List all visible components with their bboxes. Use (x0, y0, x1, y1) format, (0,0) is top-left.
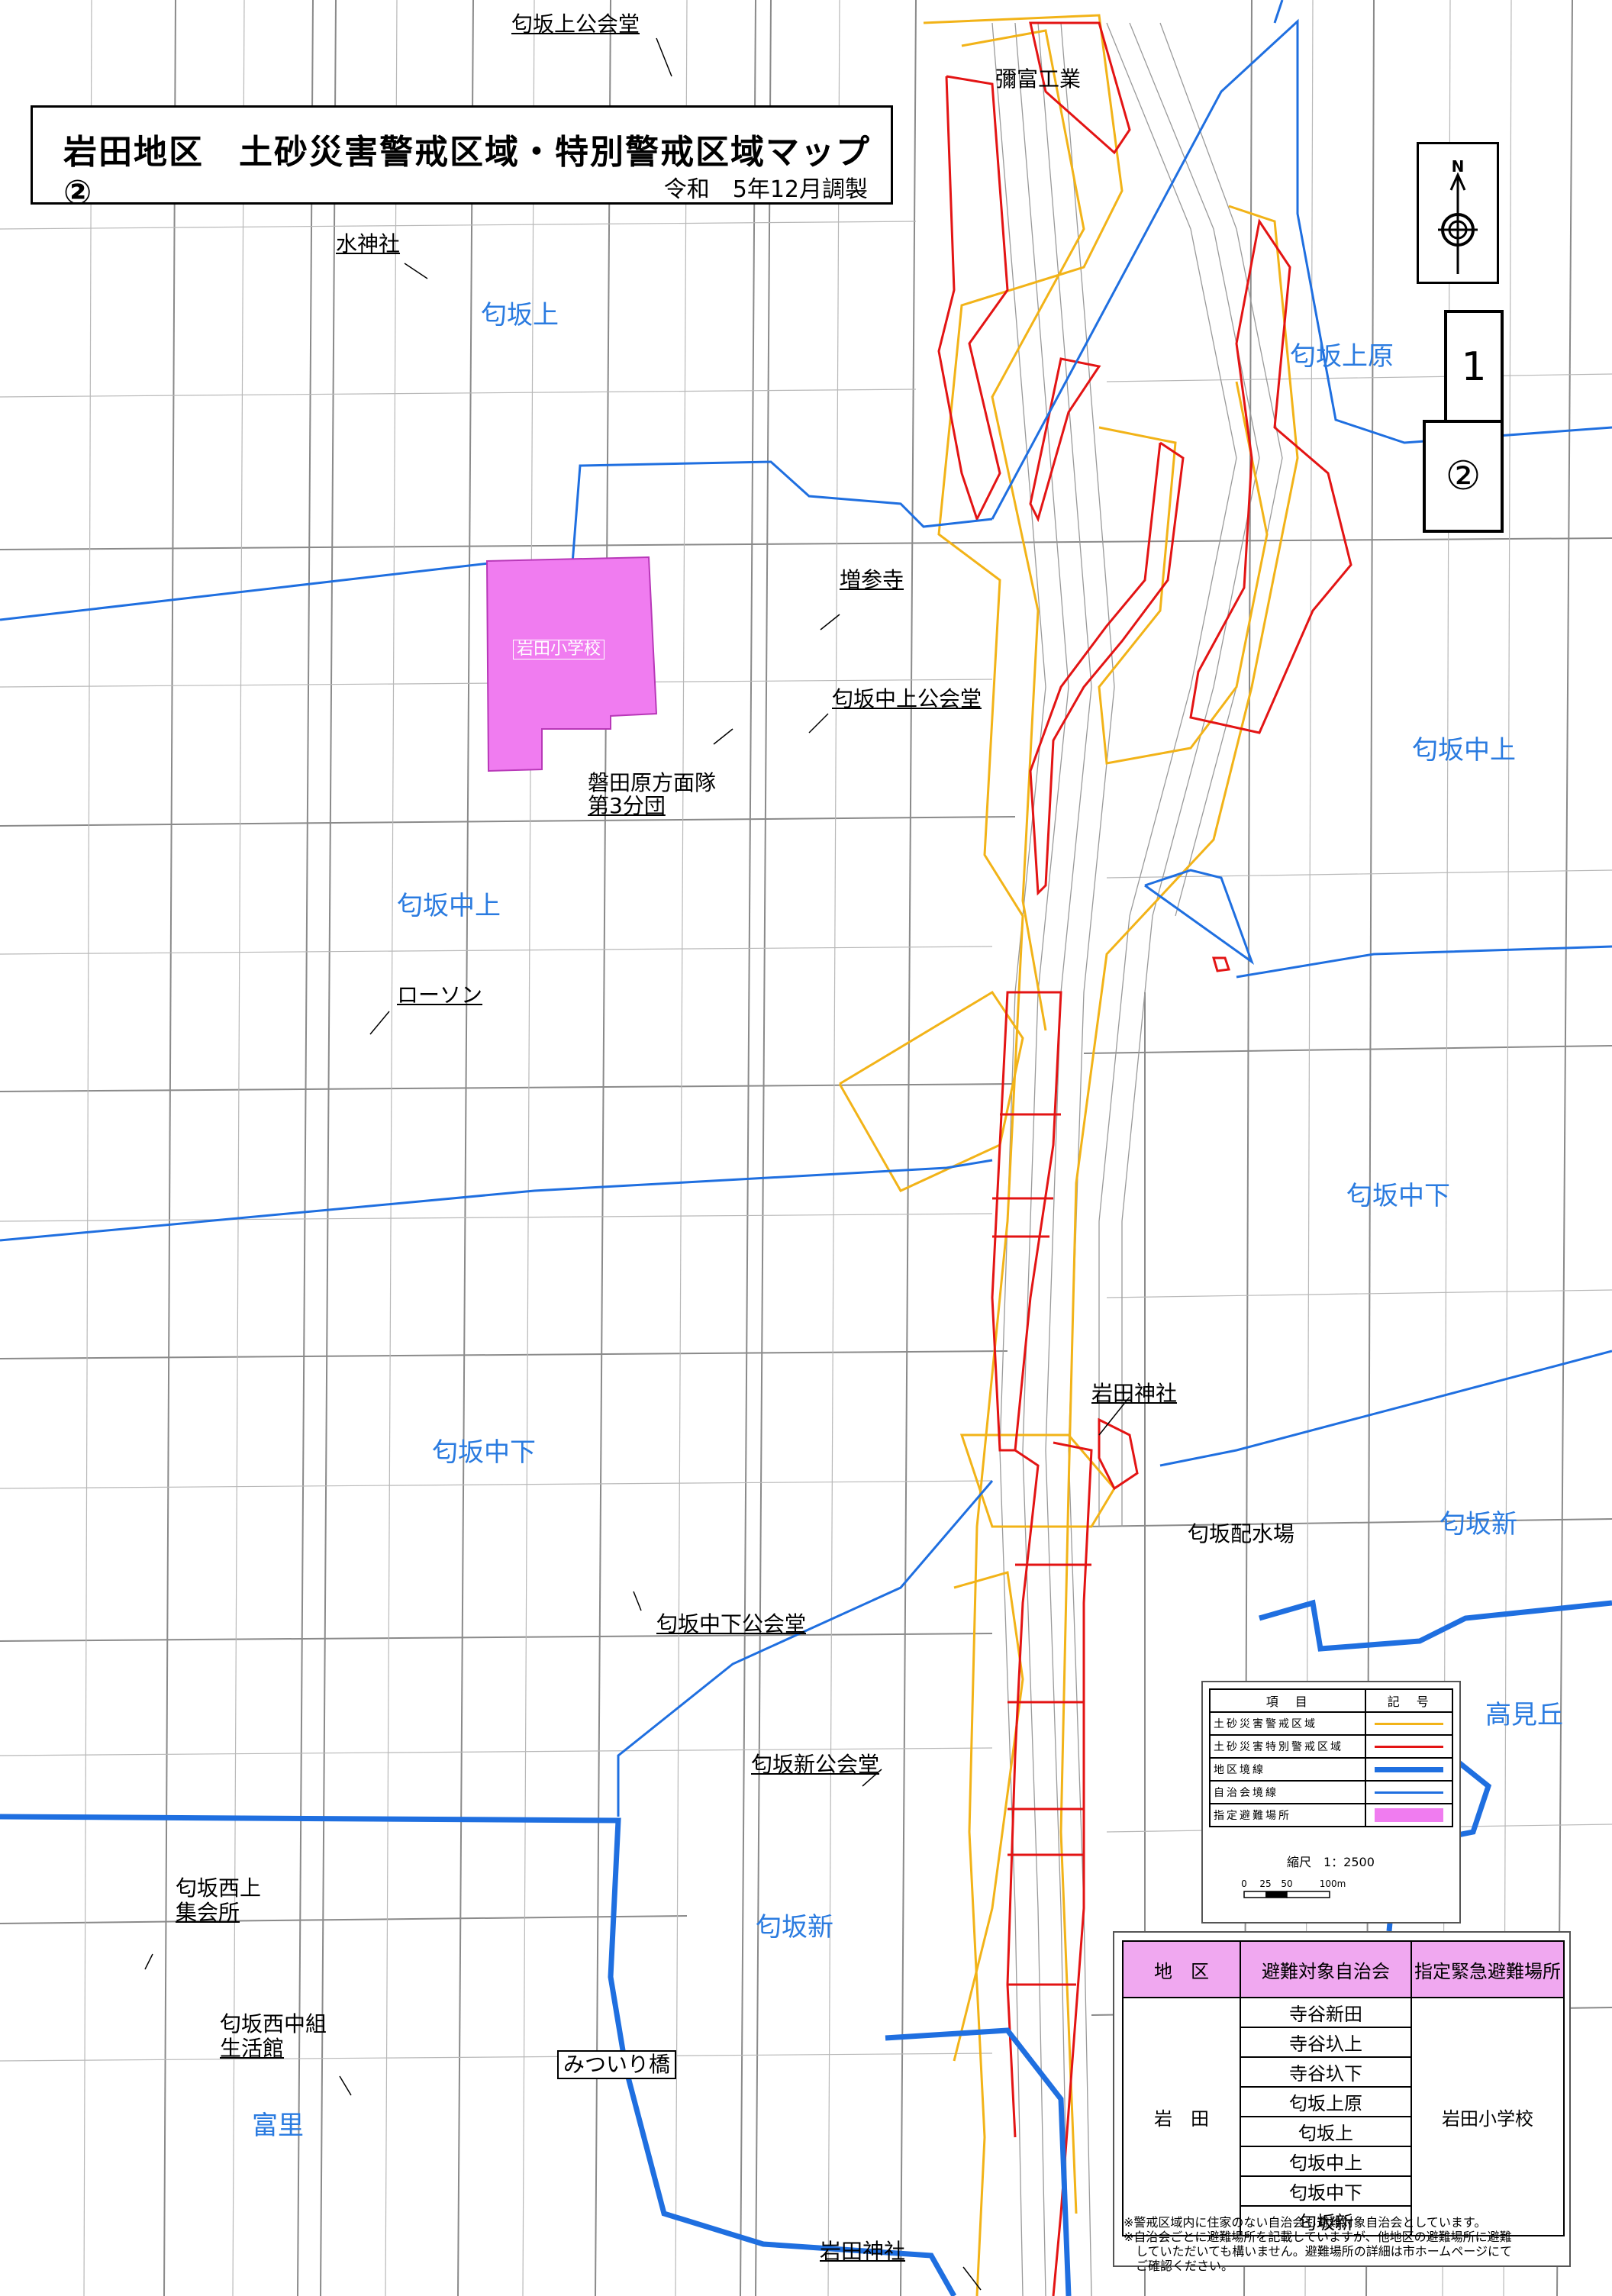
evac-header-association: 避難対象自治会 (1240, 1940, 1412, 1998)
area-koubae-nakashimo-east: 匂坂中下 (1346, 1181, 1450, 1211)
label-iwata-school: 岩田小学校 (513, 640, 605, 659)
compass-icon: N (1438, 157, 1478, 274)
page-index-2-label: ② (1445, 453, 1481, 499)
evac-association: 匂坂新 (1240, 2205, 1412, 2236)
label-zosanji: 増参寺 (840, 567, 904, 592)
page-index-2[interactable]: ② (1423, 420, 1504, 533)
label-iwata-jinja-north: 岩田神社 (1091, 1381, 1178, 1406)
area-koubae-kamihara: 匂坂上原 (1290, 341, 1394, 372)
label-nishinaka-line1: 匂坂西中組 (220, 2011, 327, 2036)
evac-note: ※警戒区域内に住家のない自治会も避難対象自治会としています。 (1124, 2215, 1487, 2230)
iwata-school-shelter (485, 556, 658, 772)
evac-association: 匂坂中下 (1240, 2175, 1412, 2207)
legend-label-association: 自治会境線 (1208, 1780, 1367, 1804)
label-nishikami-line1: 匂坂西上 (176, 1875, 262, 1901)
label-kami-kominkan: 匂坂上公会堂 (511, 11, 640, 37)
neighborhood-boundaries (0, 0, 1612, 1817)
legend-swatch-district (1375, 1766, 1444, 1772)
label-mitomi-kogyo: 彌富工業 (995, 66, 1082, 92)
map-date: 令和 5年12月調製 (663, 176, 868, 203)
north-arrow: N (1417, 142, 1499, 284)
evac-association: 匂坂上 (1240, 2116, 1412, 2147)
evac-association: 寺谷圦下 (1240, 2056, 1412, 2088)
label-nakashimo-kominkan: 匂坂中下公会堂 (656, 1611, 807, 1637)
area-koubae-nakakami-east: 匂坂中上 (1412, 735, 1516, 766)
label-nishinaka-line2: 生活館 (220, 2036, 285, 2061)
legend-header-item: 項 目 (1208, 1688, 1367, 1713)
evacuation-notes: ※警戒区域内に住家のない自治会も避難対象自治会としています。 ※自治会ごとに避難… (1124, 2215, 1566, 2273)
label-fire-brigade-line2: 第3分団 (588, 793, 666, 818)
legend-swatch-association (1375, 1791, 1444, 1794)
label-haisuijo: 匂坂配水場 (1188, 1521, 1295, 1546)
scale-tick-0: 0 (1241, 1878, 1247, 1889)
area-takamigaoka: 高見丘 (1485, 1700, 1563, 1730)
page-index-1-label: 1 (1461, 344, 1487, 390)
special-warning-zones (937, 21, 1352, 2296)
label-suijinja: 水神社 (336, 231, 401, 256)
legend-header-symbol: 記 号 (1365, 1688, 1453, 1713)
evac-district: 岩 田 (1122, 1997, 1241, 2236)
area-koubae-shin-south: 匂坂新 (756, 1912, 833, 1943)
evac-association: 寺谷新田 (1240, 1997, 1412, 2028)
evac-header-shelter: 指定緊急避難場所 (1410, 1940, 1565, 1998)
area-koubae-shin-east: 匂坂新 (1440, 1509, 1517, 1540)
map-title: 岩田地区 土砂災害警戒区域・特別警戒区域マップ② (63, 133, 871, 212)
area-koubae-nakashimo-west: 匂坂中下 (432, 1437, 536, 1468)
page-index-1[interactable]: 1 (1444, 310, 1504, 424)
legend: 項 目 記 号 土砂災害警戒区域 土砂災害特別警戒区域 地区境線 自治会境線 指… (1201, 1681, 1461, 1924)
legend-label-shelter: 指定避難場所 (1208, 1803, 1367, 1827)
scale-tick-100: 100m (1320, 1878, 1346, 1889)
area-koubae-nakakami-west: 匂坂中上 (397, 891, 501, 921)
label-lawson: ローソン (397, 982, 483, 1008)
legend-label-district: 地区境線 (1208, 1757, 1367, 1782)
legend-swatch-warning (1375, 1722, 1444, 1725)
scale-bar: 0 25 50 100m (1241, 1878, 1346, 1898)
iwata-school-area (485, 556, 658, 772)
area-tomisato: 富里 (252, 2111, 304, 2141)
label-iwata-jinja-south: 岩田神社 (820, 2239, 906, 2264)
evac-note: していただいても構いません。避難場所の詳細は市ホームページにて (1124, 2244, 1512, 2259)
evac-note: ※自治会ごとに避難場所を記載していますが、他地区の避難場所に避難 (1124, 2230, 1512, 2244)
legend-label-warning: 土砂災害警戒区域 (1208, 1711, 1367, 1736)
evacuation-table: 地 区 避難対象自治会 指定緊急避難場所 岩 田 寺谷新田 岩田小学校 寺谷圦上… (1122, 1940, 1565, 2236)
evac-association: 匂坂中上 (1240, 2146, 1412, 2177)
label-mitsuiri-bashi: みついり橋 (557, 2050, 677, 2079)
legend-swatch-special-warning (1375, 1745, 1444, 1748)
label-shin-kominkan: 匂坂新公会堂 (751, 1752, 880, 1777)
district-boundaries (0, 1599, 1612, 2296)
evacuation-table-panel: 地 区 避難対象自治会 指定緊急避難場所 岩 田 寺谷新田 岩田小学校 寺谷圦上… (1113, 1931, 1571, 2273)
legend-table: 項 目 記 号 土砂災害警戒区域 土砂災害特別警戒区域 地区境線 自治会境線 指… (1208, 1688, 1453, 1827)
scale-tick-50: 50 (1281, 1878, 1292, 1889)
evac-association: 寺谷圦上 (1240, 2027, 1412, 2058)
area-koubae-kami: 匂坂上 (481, 300, 559, 331)
scale-tick-25: 25 (1259, 1878, 1271, 1889)
leader-lines (144, 37, 1130, 2291)
legend-label-special-warning: 土砂災害特別警戒区域 (1208, 1734, 1367, 1759)
label-fire-brigade-line1: 磐田原方面隊 (588, 770, 717, 795)
scale-text: 縮尺 1：2500 (1287, 1855, 1375, 1869)
evac-association: 匂坂上原 (1240, 2086, 1412, 2117)
north-label: N (1452, 157, 1465, 176)
evac-shelter: 岩田小学校 (1410, 1997, 1565, 2236)
title-box: 岩田地区 土砂災害警戒区域・特別警戒区域マップ② 令和 5年12月調製 (31, 105, 893, 212)
label-nakakami-kominkan: 匂坂中上公会堂 (832, 686, 982, 711)
evac-header-district: 地 区 (1122, 1940, 1241, 1998)
evac-note: ご確認ください。 (1124, 2259, 1234, 2273)
label-nishikami-line2: 集会所 (176, 1900, 240, 1925)
legend-swatch-shelter (1375, 1808, 1444, 1822)
